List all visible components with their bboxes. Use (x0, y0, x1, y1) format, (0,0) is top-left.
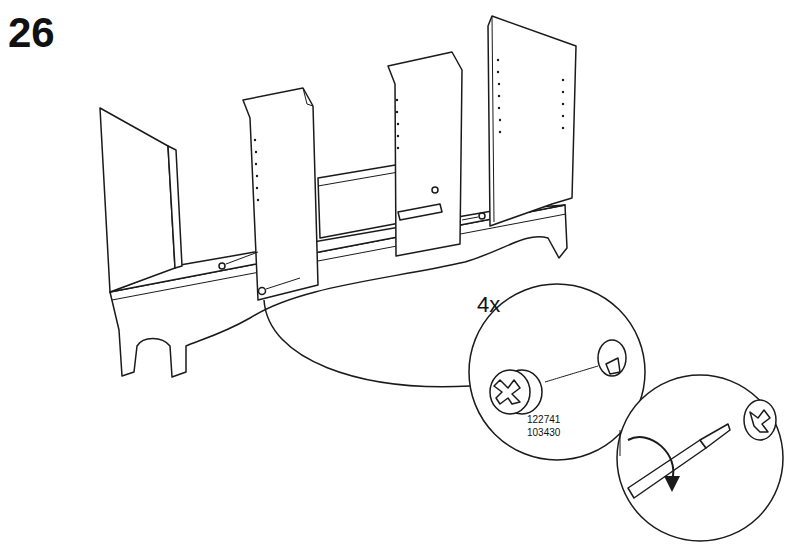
panel-edge (303, 88, 313, 106)
line-art (397, 135, 399, 137)
line-art (562, 115, 564, 117)
line-art (498, 107, 500, 109)
part-number: 122741 (527, 415, 560, 425)
line-art (497, 71, 499, 73)
line-art (396, 111, 398, 113)
divider-panel (388, 52, 462, 256)
line-art (462, 217, 478, 220)
side-panel (488, 16, 576, 226)
line-art (562, 127, 564, 129)
panel-edge (168, 146, 182, 268)
line-art (226, 252, 258, 264)
line-art (498, 83, 500, 85)
step-number: 26 (8, 12, 55, 54)
line-art (256, 175, 258, 177)
line-art (257, 199, 259, 201)
line-art (254, 139, 256, 141)
callout-circle (469, 284, 645, 460)
line-art (397, 123, 399, 125)
line-art (628, 440, 706, 498)
line-art (700, 424, 730, 448)
line-art (266, 278, 300, 289)
line-art (545, 366, 598, 382)
line-art (497, 59, 499, 61)
line-art (432, 187, 438, 193)
part-number: 103430 (527, 428, 560, 438)
line-art (499, 131, 501, 133)
line-art (256, 187, 258, 189)
line-art (479, 213, 485, 219)
line-art (499, 119, 501, 121)
line-art (664, 476, 680, 492)
line-art (498, 95, 500, 97)
drawer-runner (398, 204, 442, 220)
divider-panel (243, 88, 318, 300)
line-art (397, 147, 399, 149)
line-art (750, 410, 770, 432)
line-art (620, 430, 621, 456)
quantity-label: 4x (477, 294, 500, 316)
line-art (562, 79, 564, 81)
line-art (562, 103, 564, 105)
cam-lock-detail (490, 340, 626, 414)
line-art (562, 91, 564, 93)
hole-row (254, 59, 564, 201)
line-art (628, 437, 673, 480)
line-art (255, 151, 257, 153)
line-art (598, 340, 626, 376)
line-art (396, 99, 398, 101)
line-art (259, 288, 266, 295)
callout-circle (617, 375, 783, 541)
cam-lock (219, 187, 485, 295)
line-art (606, 358, 620, 374)
line-art (255, 163, 257, 165)
panel-edge (492, 16, 494, 222)
line-art (494, 380, 520, 404)
line-art (744, 400, 776, 440)
line-art (219, 263, 225, 269)
side-panel (100, 108, 175, 292)
line-art (490, 370, 530, 414)
leader-line (264, 300, 470, 387)
screwdriver-detail (620, 400, 776, 498)
